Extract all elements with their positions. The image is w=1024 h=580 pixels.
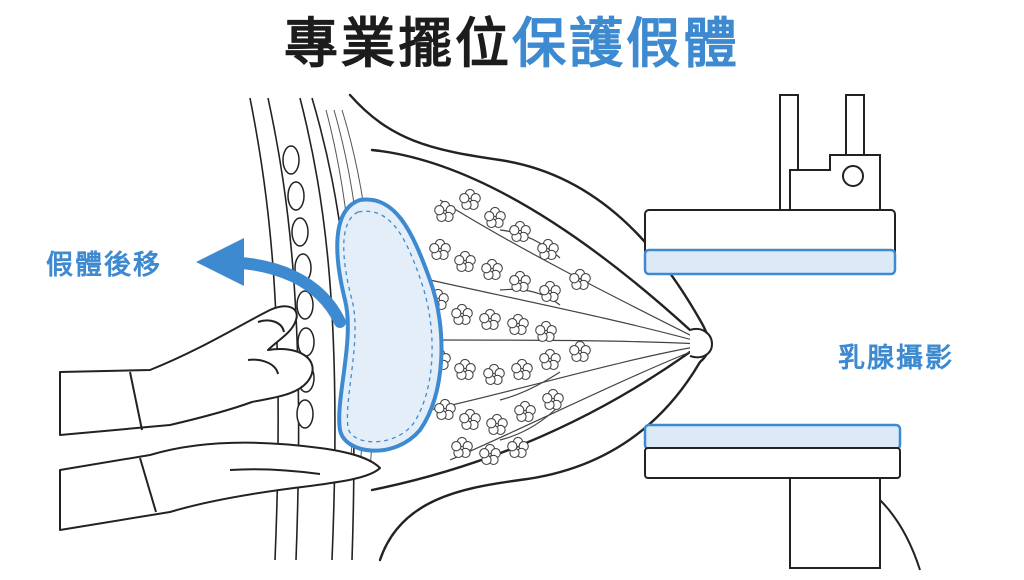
- mammography-machine: [643, 94, 921, 571]
- page-title: 專業擺位保護假體: [0, 8, 1024, 80]
- upper-hand: [59, 305, 314, 436]
- milk-ducts: [429, 199, 701, 461]
- move-back-arrow: [196, 238, 346, 328]
- implant-move-label: 假體後移: [46, 250, 162, 281]
- title-part-dark: 專業擺位: [284, 12, 512, 75]
- lower-hand: [59, 441, 381, 531]
- lower-detector-plate: [643, 423, 902, 451]
- upper-compression-paddle: [643, 248, 897, 276]
- breast-implant: [335, 197, 444, 453]
- nipple: [689, 328, 714, 359]
- mammography-label: 乳腺攝影: [838, 343, 954, 374]
- title-part-blue: 保護假體: [512, 12, 740, 75]
